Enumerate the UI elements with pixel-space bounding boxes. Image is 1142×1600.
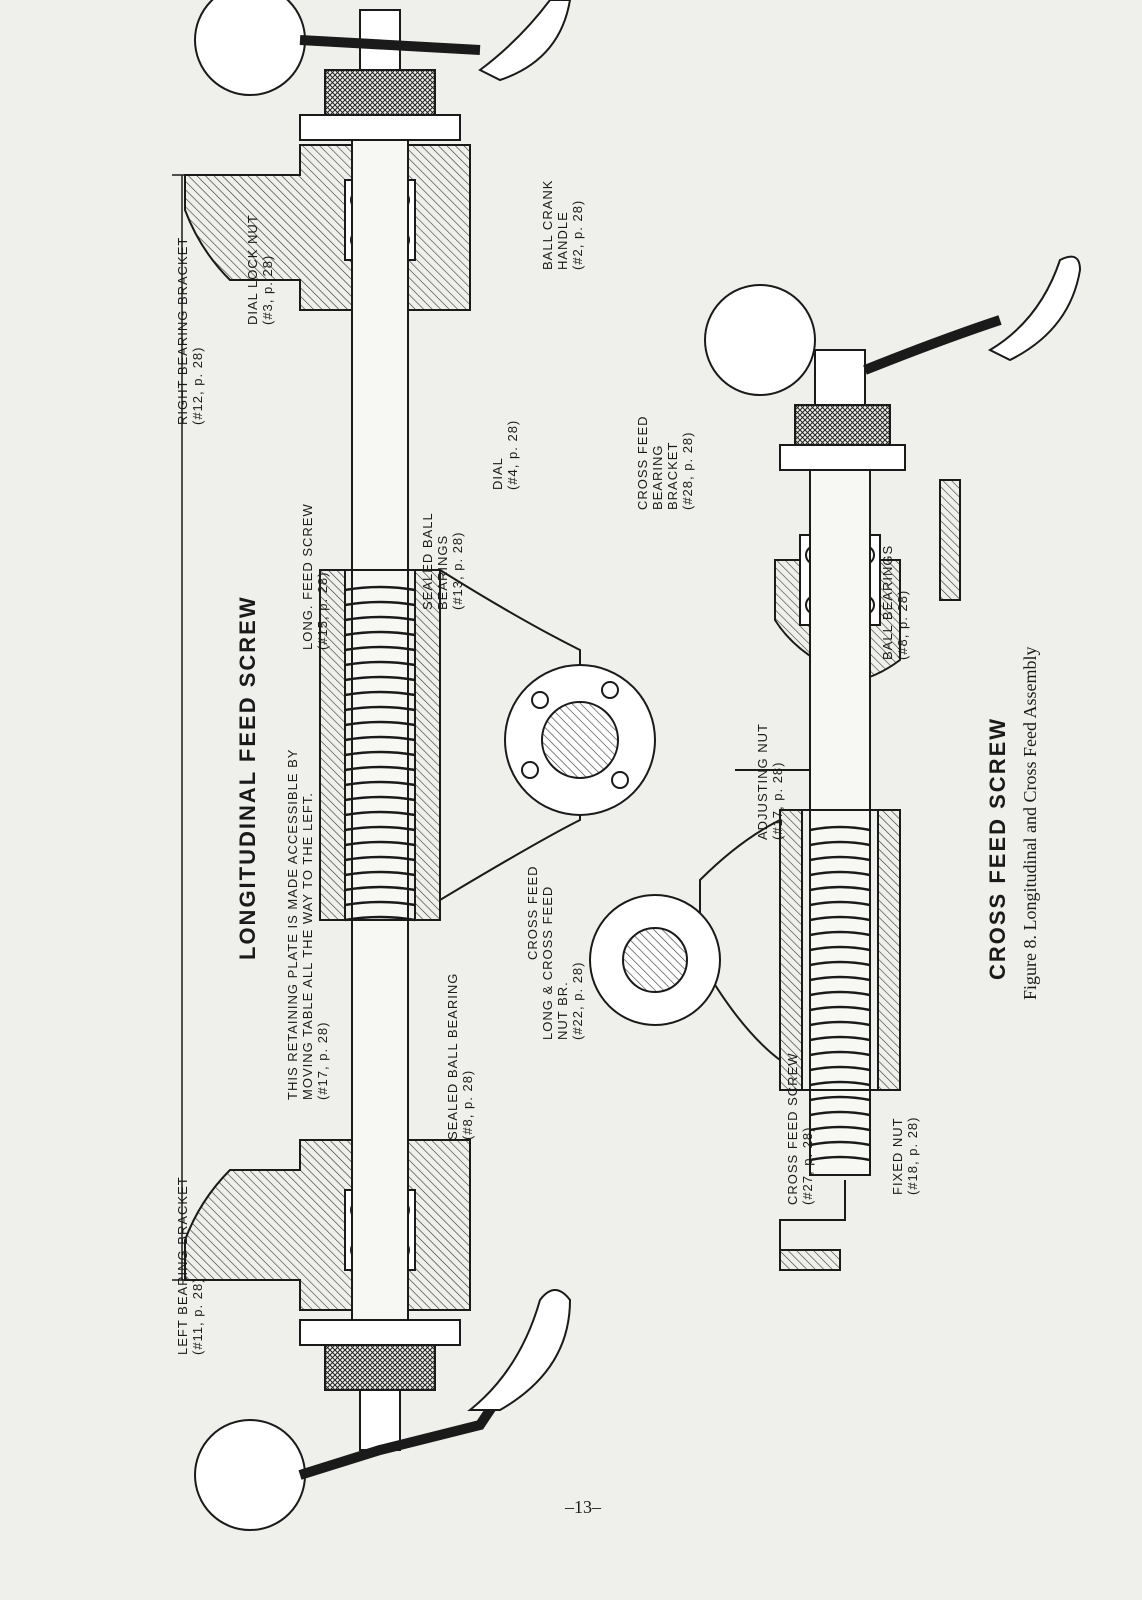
cross-lock-nut [794,404,891,446]
saddle-section [939,479,961,601]
longitudinal-assembly [172,0,656,1531]
cross-feed-screw-label: CROSS FEED SCREW (#27, p. 28) [785,1052,815,1205]
page-number: –13– [565,1497,601,1517]
left-crank-ball [194,1419,306,1531]
ball-crank-handle-label: BALL CRANK HANDLE (#2, p. 28) [540,179,585,270]
cross-dial [779,444,906,471]
cross-feed-assembly [589,255,1082,1271]
right-dial-lock-nut [324,69,436,116]
retaining-plate-label: THIS RETAINING PLATE IS MADE ACCESSIBLE … [285,748,330,1100]
right-dial [299,114,461,141]
cross-crank-hub [814,349,866,406]
sealed-ball-bearing-label: SEALED BALL BEARING (#8, p. 28) [445,972,475,1140]
right-bearing-bracket-label: RIGHT BEARING BRACKET (#12, p. 28) [175,236,205,425]
fixed-nut-label: FIXED NUT (#18, p. 28) [890,1116,920,1196]
left-bearing-bracket-label: LEFT BEARING BRACKET (#11, p. 28) [175,1176,205,1355]
adjusting-nut-label: ADJUSTING NUT (#17, p. 28) [755,723,785,840]
screw-threads [344,585,416,922]
longitudinal-screw-shaft [351,139,409,1321]
right-bearing-bracket [184,144,471,311]
right-crank-grip [478,0,572,82]
figure-caption: Figure 8. Longitudinal and Cross Feed As… [1020,646,1040,1000]
cross-crank-ball [704,284,816,396]
left-dial-lock-nut [324,1344,436,1391]
longitudinal-title: LONGITUDINAL FEED SCREW [235,595,260,960]
cross-table-outline [779,1180,846,1270]
nut-bracket-label: LONG & CROSS FEED NUT BR. (#22, p. 28) [540,885,585,1040]
cross-crank-grip [987,255,1082,362]
cross-bearing-bracket-label: CROSS FEED BEARING BRACKET (#28, p. 28) [635,415,695,510]
right-crank-ball [194,0,306,96]
cross-threads [809,825,871,1162]
cross-feed-arrow-label: CROSS FEED [525,865,540,960]
ball-bearings-label: BALL BEARINGS (#8, p. 28) [880,544,910,660]
sealed-ball-bearings-label: SEALED BALL BEARINGS (#13, p. 28) [420,512,465,610]
left-crank-grip [467,1289,572,1411]
dial-label: DIAL (#4, p. 28) [490,419,520,490]
left-crank-hub [359,1389,401,1451]
cross-feed-title: CROSS FEED SCREW [985,716,1010,980]
long-feed-screw-label: LONG. FEED SCREW (#15, p. 28) [300,503,330,650]
left-bearing-bracket [184,1139,471,1311]
left-dial [299,1319,461,1346]
dial-lock-nut-label: DIAL LOCK NUT (#3, p. 28) [245,214,275,325]
